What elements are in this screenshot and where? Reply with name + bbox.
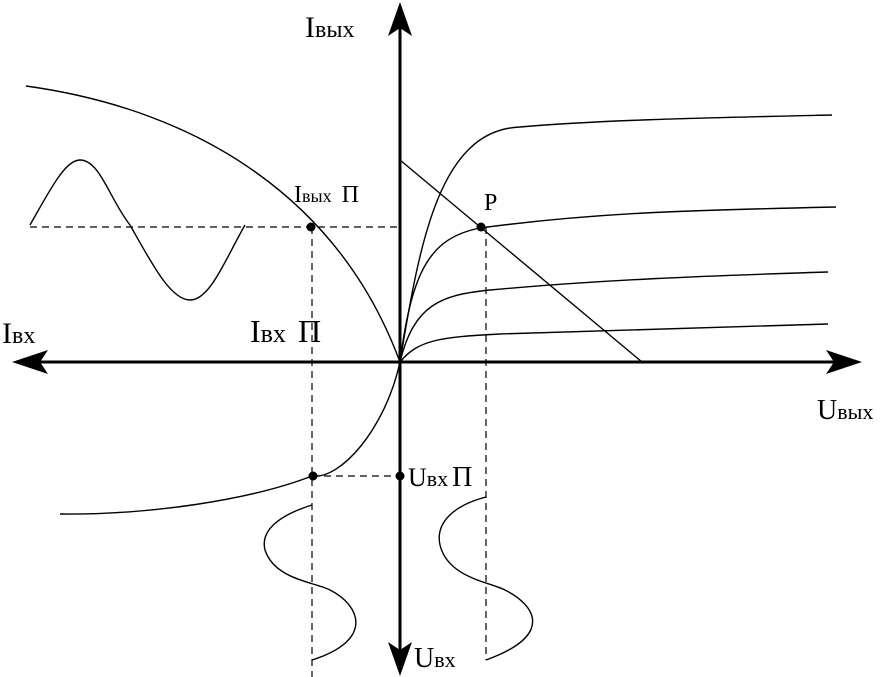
output-curve-2 [399,206,837,363]
quiescent-point-p [476,222,486,232]
label-u-out: Uвых [817,395,873,426]
output-curve-3 [399,271,829,363]
label-u-in: Uвх [414,643,456,674]
quiescent-point-transfer [306,222,316,232]
load-line [399,159,643,363]
label-i-in: Iвх [2,317,35,350]
input-characteristic-curve [59,361,401,515]
output-voltage-sine-wave-right [438,496,534,661]
output-current-sine-wave [29,159,246,301]
label-i-out: Iвых [305,11,354,44]
output-curve-4 [399,323,829,363]
quiescent-point-input [308,471,318,481]
transfer-characteristic-curve [25,85,401,363]
label-operating-point: P [484,190,497,216]
arrow-down [388,642,412,676]
output-curve-1 [399,114,833,363]
arrow-left [12,350,48,374]
input-voltage-sine-wave-left [263,504,357,661]
arrow-up [388,2,412,36]
quiescent-point-uin-axis [395,471,405,481]
arrow-right [826,350,862,374]
